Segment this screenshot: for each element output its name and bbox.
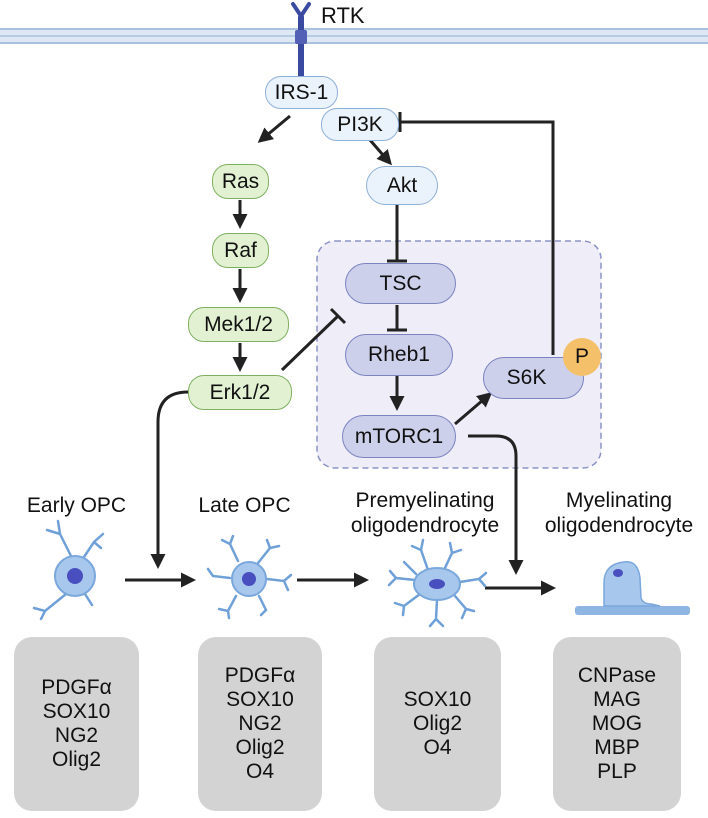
inhibit-erk-tsc [280,314,340,372]
stage-label-late-opc: Late OPC [198,494,291,517]
arrow-mtorc1-myelinating [468,434,524,575]
inhibition-lines [280,112,555,372]
late-opc-cell-icon [206,534,293,620]
marker-item: PLP [597,760,637,783]
mtorc1-node: mTORC1 [342,415,456,458]
ras-node: Ras [212,164,269,199]
markers-late-opc: PDGFα SOX10 NG2 Olig2 O4 [198,637,322,811]
marker-item: O4 [245,760,274,783]
marker-item: MBP [594,736,640,759]
marker-item: PDGFα [41,676,112,699]
markers-early-opc: PDGFα SOX10 NG2 Olig2 [14,637,139,811]
stage-label-premyelinating: Premyelinating oligodendrocyte [350,489,500,537]
marker-item: MAG [593,688,641,711]
mek-node: Mek1/2 [188,307,289,342]
early-opc-cell-icon [32,519,105,621]
rtk-label: RTK [321,3,365,28]
marker-item: MOG [591,712,643,735]
stage-label-myelinating: Myelinating oligodendrocyte [544,489,694,537]
cell-membrane [0,28,708,44]
erk-node: Erk1/2 [188,375,292,410]
marker-item: SOX10 [226,688,294,711]
marker-item: NG2 [238,712,282,735]
stage-label-early-opc: Early OPC [26,494,127,517]
rtk-receptor-icon [291,2,311,86]
pathway-arrows [125,114,556,596]
marker-item: Olig2 [51,748,102,771]
tsc-node: TSC [345,263,456,304]
rheb1-node: Rheb1 [345,334,453,376]
premyelinating-oligodendrocyte-icon [387,538,488,628]
marker-item: NG2 [54,724,99,747]
arrow-irs1-ras [257,114,291,143]
markers-myelinating: CNPase MAG MOG MBP PLP [553,637,681,811]
markers-premyelinating: SOX10 Olig2 O4 [374,637,501,811]
myelinating-oligodendrocyte-icon [575,561,690,615]
irs1-node: IRS-1 [265,76,338,109]
marker-item: CNPase [577,664,657,687]
marker-item: Olig2 [412,712,463,735]
inhibit-s6k-pi3k [400,120,555,355]
arrow-pi3k-akt [368,139,392,166]
marker-item: O4 [423,736,452,759]
arrow-erk-late-opc [150,390,189,569]
marker-item: Olig2 [235,736,285,759]
marker-item: SOX10 [42,700,111,723]
marker-item: SOX10 [403,688,472,711]
akt-node: Akt [366,166,438,205]
marker-item: PDGFα [224,664,296,687]
raf-node: Raf [212,233,269,268]
phosphorylation-badge: P [563,338,601,376]
pi3k-node: PI3K [321,108,399,141]
arrow-mtorc1-s6k [454,392,493,426]
